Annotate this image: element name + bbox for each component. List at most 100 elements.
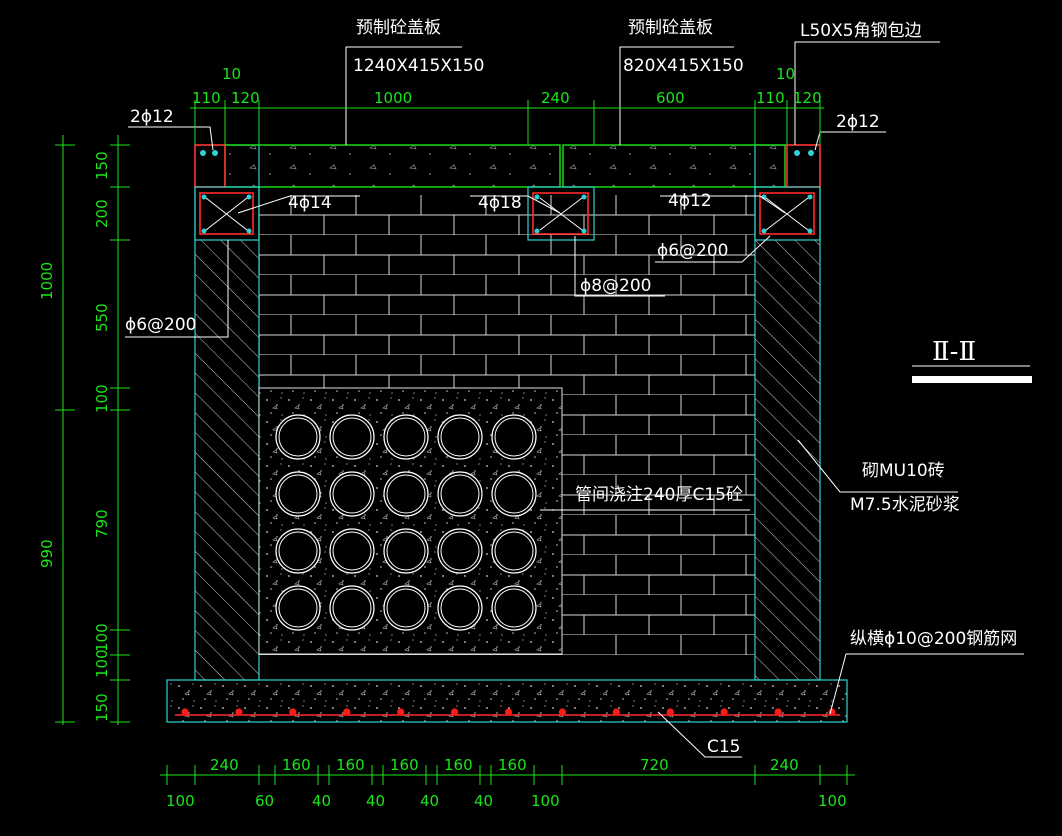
- mesh-rebar-dot: [235, 708, 243, 716]
- pipe-inner: [278, 417, 318, 457]
- left-wall: [195, 240, 259, 680]
- label-brick-1: 砌MU10砖: [862, 461, 945, 481]
- dim-left-outer: 1000: [38, 262, 56, 300]
- pipe-outer: [275, 528, 321, 574]
- mesh-rebar-dot: [828, 708, 836, 716]
- pipe-inner: [494, 474, 534, 514]
- rebar-dot: [200, 150, 206, 156]
- dim-bottom: 100: [531, 792, 560, 810]
- pipe-inner: [440, 531, 480, 571]
- pipe-inner: [494, 531, 534, 571]
- label-rebar-4phi18: 4ϕ18: [478, 193, 522, 213]
- ring-beam-middle: [527, 186, 595, 241]
- mesh-rebar-dot: [504, 708, 513, 716]
- label-stirrup-left: ϕ6@200: [125, 315, 196, 335]
- pipe-inner: [440, 588, 480, 628]
- dim-top-10-right: 10: [776, 65, 795, 83]
- pipe-outer: [329, 585, 375, 631]
- dim-top: 110: [192, 89, 221, 107]
- dim-bottom: 40: [474, 792, 493, 810]
- label-angle-edge: L50X5角钢包边: [800, 21, 922, 41]
- pipe-outer: [329, 528, 375, 574]
- dim-bottom: 240: [210, 756, 239, 774]
- mesh-rebar-dot: [612, 708, 620, 716]
- pipe-outer: [383, 528, 429, 574]
- mesh-rebar-dot: [666, 708, 674, 716]
- pipe-outer: [491, 414, 537, 460]
- ring-beam-right: [754, 186, 821, 241]
- label-stirrup-middle: ϕ8@200: [580, 276, 651, 296]
- pipe-outer: [437, 528, 483, 574]
- pipe-inner: [494, 588, 534, 628]
- dim-left-inner: 150: [93, 151, 111, 180]
- mesh-rebar-dot: [558, 708, 567, 716]
- dim-top: 600: [656, 89, 685, 107]
- dim-left-inner: 100: [93, 623, 111, 652]
- label-rebar-4phi14: 4ϕ14: [288, 193, 332, 213]
- mesh-rebar-dot: [451, 708, 459, 716]
- dim-left-inner: 100: [93, 384, 111, 413]
- label-slab-left-size: 1240X415X150: [353, 56, 484, 76]
- dim-bottom: 160: [390, 756, 419, 774]
- pipe-array: [275, 414, 537, 631]
- pipe-outer: [437, 471, 483, 517]
- pipe-inner: [332, 417, 372, 457]
- dim-top-10-left: 10: [222, 65, 241, 83]
- pipe-inner: [278, 588, 318, 628]
- label-brick-2: M7.5水泥砂浆: [850, 495, 960, 515]
- pipe-inner: [332, 474, 372, 514]
- pipe-outer: [383, 414, 429, 460]
- pipe-outer: [329, 414, 375, 460]
- pipe-inner: [332, 588, 372, 628]
- label-rebar-2phi12-right: 2ϕ12: [836, 112, 880, 132]
- pipe-outer: [329, 471, 375, 517]
- pipe-outer: [275, 471, 321, 517]
- pipe-outer: [383, 471, 429, 517]
- pipe-outer: [275, 585, 321, 631]
- dim-top: 110: [756, 89, 785, 107]
- label-slab-right-size: 820X415X150: [623, 56, 744, 76]
- label-stirrup-right: ϕ6@200: [657, 241, 728, 261]
- rebar-dot: [212, 150, 218, 156]
- right-top-beam: [786, 144, 821, 188]
- mesh-rebar-dot: [343, 708, 351, 716]
- left-top-beam: [194, 144, 226, 188]
- dim-bottom: 160: [282, 756, 311, 774]
- dim-left-inner: 200: [93, 199, 111, 228]
- dim-left-inner: 790: [93, 509, 111, 538]
- pipe-outer: [275, 414, 321, 460]
- dim-left-inner: 150: [93, 693, 111, 722]
- dim-bottom: 160: [444, 756, 473, 774]
- dim-bottom: 160: [336, 756, 365, 774]
- mesh-rebar-dot: [289, 708, 297, 716]
- pipe-inner: [386, 474, 426, 514]
- pipe-inner: [440, 417, 480, 457]
- mesh-rebar-dot: [774, 708, 782, 716]
- mesh-rebar-dot: [720, 708, 728, 716]
- mesh-rebar-dot: [181, 708, 189, 716]
- precast-slab-left: [224, 144, 561, 188]
- dim-bottom: 40: [312, 792, 331, 810]
- dim-bottom: 40: [420, 792, 439, 810]
- label-slab-right-title: 预制砼盖板: [628, 18, 713, 38]
- dim-bottom: 160: [498, 756, 527, 774]
- dim-top: 1000: [374, 89, 412, 107]
- pipe-outer: [491, 585, 537, 631]
- pipe-outer: [491, 528, 537, 574]
- pipe-inner: [386, 531, 426, 571]
- rebar-dot: [808, 150, 814, 156]
- dim-bottom: 720: [640, 756, 669, 774]
- pipe-outer: [491, 471, 537, 517]
- dim-left-outer: 990: [38, 539, 56, 568]
- right-wall: [755, 240, 820, 680]
- pipe-inner: [494, 417, 534, 457]
- pipe-inner: [332, 531, 372, 571]
- label-rebar-2phi12-left: 2ϕ12: [130, 107, 174, 127]
- dim-left-inner: 100: [93, 649, 111, 678]
- dim-top: 120: [793, 89, 822, 107]
- label-infill: 管间浇注240厚C15砼: [575, 485, 743, 505]
- dim-top: 120: [231, 89, 260, 107]
- pipe-inner: [386, 588, 426, 628]
- dim-bottom: 100: [818, 792, 847, 810]
